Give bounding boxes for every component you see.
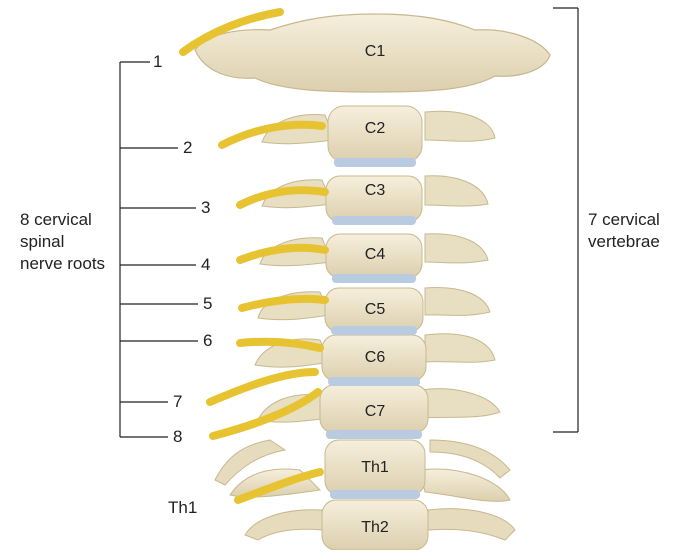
c6-transverse-right <box>424 333 496 363</box>
th2-transverse-right <box>427 508 516 541</box>
cervical-region <box>194 13 551 439</box>
c2-transverse-right <box>424 110 496 142</box>
nerve-root-2 <box>218 120 326 149</box>
right-bracket-line-1: 7 cervical <box>588 210 660 229</box>
c5-c6-disc <box>331 326 417 335</box>
c7-th1-disc <box>326 430 422 439</box>
th1-nerve-label: Th1 <box>168 498 198 517</box>
nerve-root-5 <box>238 294 329 312</box>
nerve-number-8: 8 <box>173 427 183 446</box>
vertebra-label-c4: C4 <box>364 246 386 263</box>
left-bracket-line-1: 8 cervical <box>20 210 92 229</box>
right-bracket-line-2: vertebrae <box>588 232 660 251</box>
nerve-root-3 <box>236 186 329 209</box>
th1-transverse-right <box>419 468 511 502</box>
nerve-root-th1 <box>234 468 324 504</box>
vertebra-label-c3: C3 <box>364 182 386 199</box>
rib-left <box>214 439 287 486</box>
rib-right <box>429 439 511 479</box>
vertebra-label-c5: C5 <box>364 301 386 318</box>
vertebra-label-c1: C1 <box>364 43 386 60</box>
nerve-number-3: 3 <box>201 198 211 217</box>
nerve-root-6 <box>236 337 324 352</box>
c2-c3-disc <box>334 158 416 167</box>
vertebra-label-c7: C7 <box>364 403 386 420</box>
thoracic-region <box>214 439 516 551</box>
nerve-root-7 <box>206 368 319 406</box>
nerve-roots <box>179 8 329 504</box>
nerve-number-4: 4 <box>201 255 211 274</box>
c4-transverse-right <box>424 233 489 264</box>
left-bracket-line-2: spinal <box>20 232 65 251</box>
vertebra-label-c6: C6 <box>364 349 386 366</box>
nerve-root-1 <box>179 8 284 56</box>
c5-transverse-right <box>424 286 491 316</box>
nerve-number-6: 6 <box>203 331 213 350</box>
c1-body <box>194 13 551 93</box>
nerve-root-4 <box>236 243 329 264</box>
nerve-number-1: 1 <box>153 52 163 71</box>
vertebra-label-th1: Th1 <box>361 459 389 476</box>
right-bracket <box>553 7 579 433</box>
vertebra-label-c2: C2 <box>364 120 386 137</box>
left-bracket <box>119 61 198 438</box>
nerve-root-8 <box>209 388 322 440</box>
c7-transverse-right <box>419 388 501 419</box>
c3-c4-disc <box>332 216 416 225</box>
left-bracket-line-3: nerve roots <box>20 254 106 273</box>
th1-th2-disc <box>330 490 420 499</box>
c4-c5-disc <box>332 274 416 283</box>
vertebra-label-th2: Th2 <box>361 519 389 536</box>
nerve-number-2: 2 <box>183 138 193 157</box>
th2-transverse-left <box>244 509 323 541</box>
nerve-number-7: 7 <box>173 392 183 411</box>
c3-transverse-right <box>424 175 489 207</box>
c6-c7-disc <box>328 377 420 386</box>
nerve-number-5: 5 <box>203 294 213 313</box>
